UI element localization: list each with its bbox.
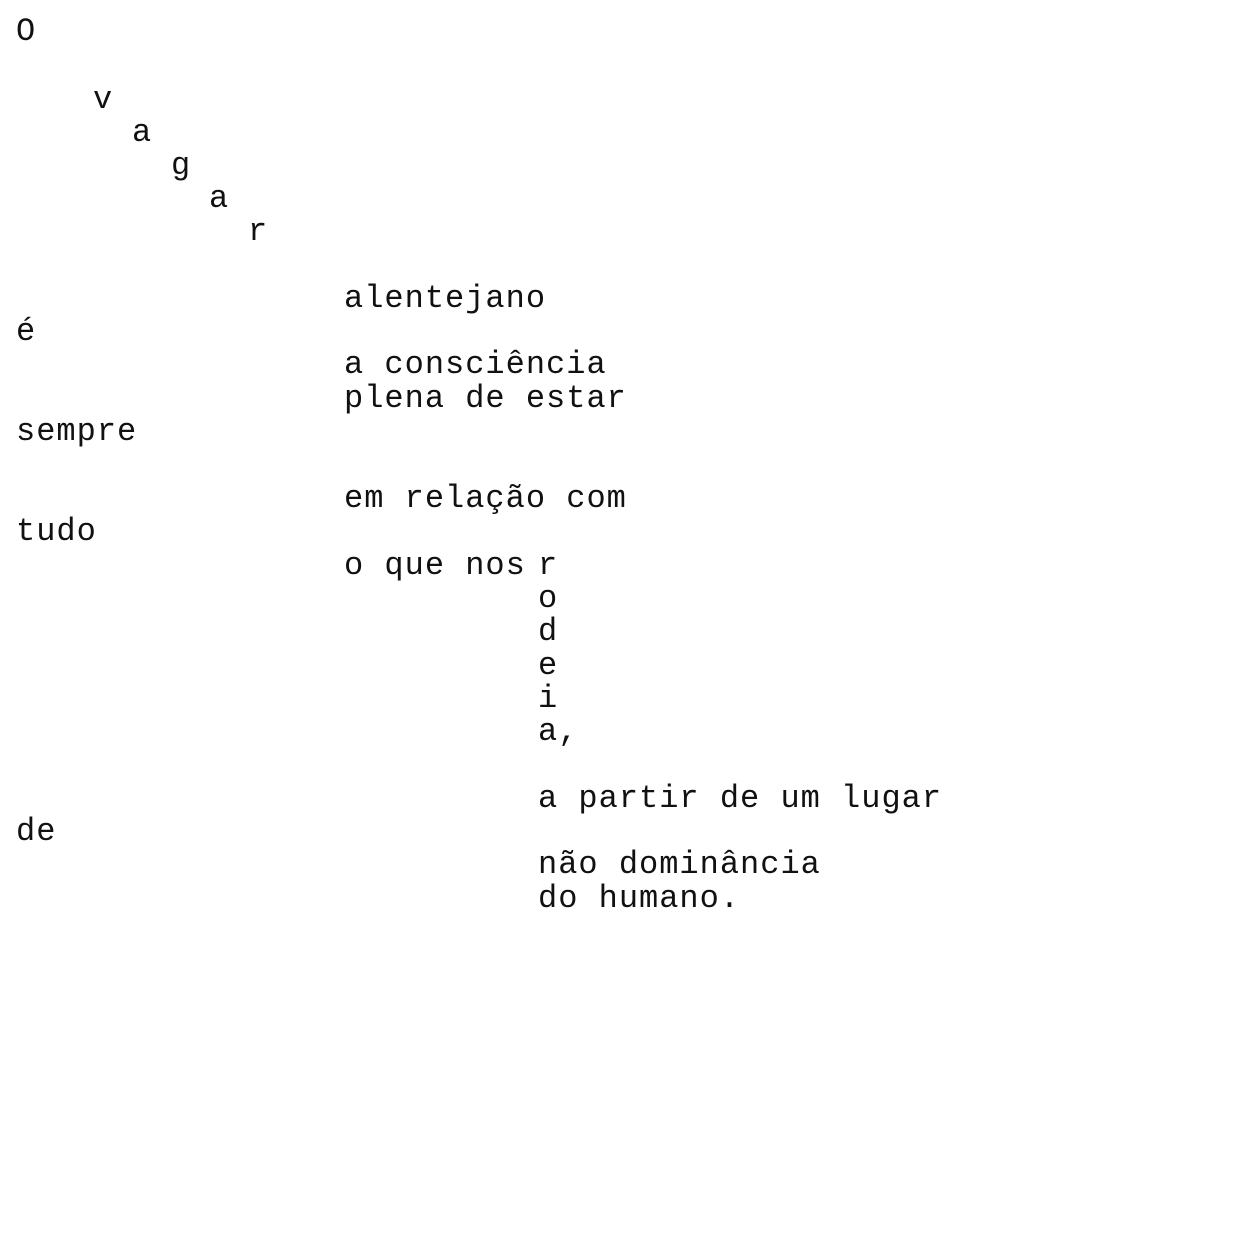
- poem-word-de: de: [16, 813, 57, 850]
- vagar-letter-a1: a: [132, 114, 153, 151]
- rodeia-letter-o: o: [538, 580, 559, 617]
- poem-line-a-partir: a partir de um lugar: [538, 780, 943, 817]
- poem-line-o-que-nos: o que nos: [344, 547, 526, 584]
- vagar-letter-g: g: [171, 147, 192, 184]
- poem-line-alentejano: alentejano: [344, 280, 547, 317]
- vagar-letter-a2: a: [209, 180, 230, 217]
- poem-line-nao-dominancia: não dominância: [538, 846, 821, 883]
- rodeia-letter-a: a,: [538, 713, 579, 750]
- poem-line-plena-de-estar: plena de estar: [344, 380, 627, 417]
- poem-line-a-consciencia: a consciência: [344, 346, 607, 383]
- poem-word-tudo: tudo: [16, 513, 97, 550]
- poem-word-sempre: sempre: [16, 413, 138, 450]
- poem-word-e: é: [16, 313, 37, 350]
- rodeia-letter-e: e: [538, 647, 559, 684]
- vagar-letter-r: r: [248, 213, 269, 250]
- rodeia-letter-i: i: [538, 680, 559, 717]
- rodeia-letter-r: r: [538, 547, 559, 584]
- poem-line-do-humano: do humano.: [538, 880, 741, 917]
- vagar-letter-v: v: [93, 81, 114, 118]
- poem-line-em-relacao-com: em relação com: [344, 480, 627, 517]
- poem-word-o: O: [16, 13, 37, 50]
- rodeia-letter-d: d: [538, 613, 559, 650]
